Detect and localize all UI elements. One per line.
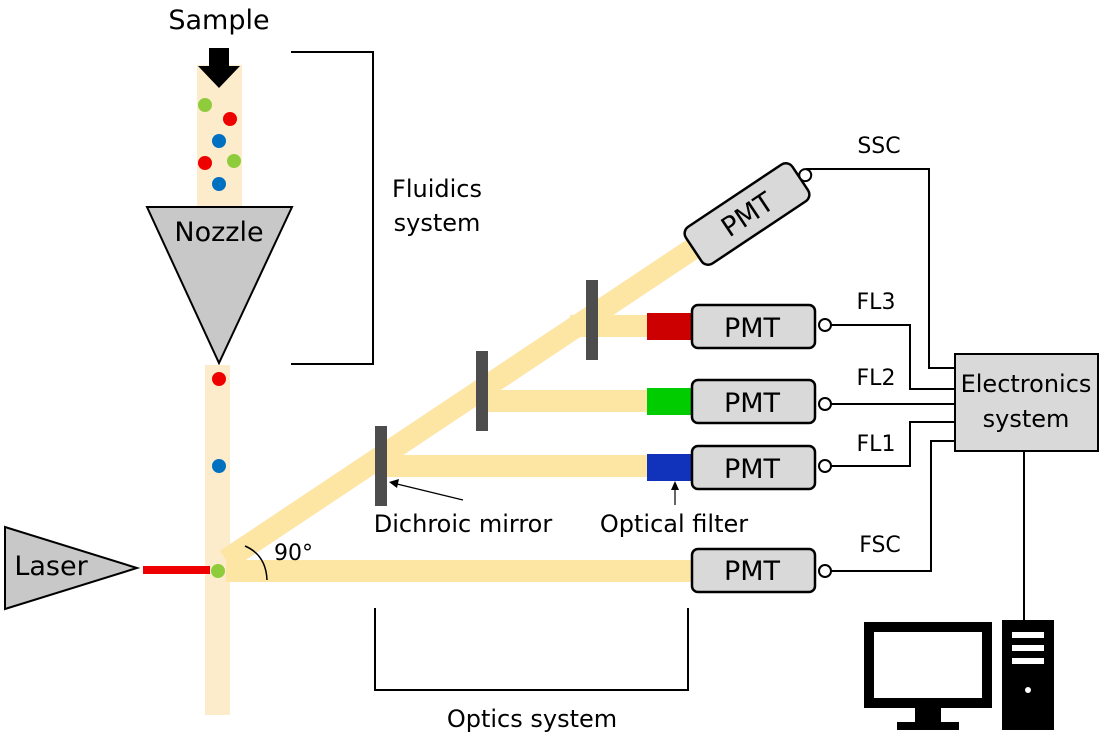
pmt-label: PMT [724, 556, 781, 587]
optics-system-label: Optics system [447, 705, 617, 733]
filter-pointer-arrowhead [671, 481, 679, 490]
cell-blue [212, 134, 226, 148]
electronics-label-line2: system [983, 405, 1070, 433]
angle-arc [244, 545, 268, 581]
cell-red [198, 156, 212, 170]
wire-ssc [806, 168, 955, 369]
electronics-label-line1: Electronics [961, 370, 1092, 398]
computer-tower-icon [1002, 620, 1054, 730]
signal-label-fsc: FSC [859, 533, 901, 558]
fluidics-bracket [291, 51, 374, 365]
annotations: Dichroic mirror Optical filter [374, 479, 748, 538]
pmt-fl2: PMT [690, 378, 832, 425]
dichroic-mirror-3 [586, 280, 598, 360]
cell-green [198, 98, 212, 112]
pmt-fsc: PMT [690, 547, 832, 594]
pmt-output-port [818, 318, 832, 332]
dichroic-mirror-1 [375, 426, 387, 506]
cell-green [211, 564, 225, 578]
pmt-box [690, 444, 817, 491]
mirror-pointer-line [396, 483, 464, 501]
nozzle [145, 206, 294, 366]
pmt-ssc: PMT [683, 162, 813, 266]
dichroic-mirrors [375, 280, 598, 506]
laser-label: Laser [14, 551, 88, 582]
pmt-label: PMT [724, 313, 781, 344]
pmt-fl1: PMT [690, 444, 832, 491]
optical-filters [647, 313, 692, 481]
dichroic-mirror-2 [476, 351, 488, 431]
pmt-box [690, 378, 817, 425]
fluidics-label-line2: system [394, 209, 481, 237]
optics-beams [219, 234, 707, 582]
fluidics-label-line1: Fluidics [392, 175, 482, 203]
scatter-beam-diagonal [219, 234, 707, 570]
optics-bracket [374, 608, 689, 691]
monitor-icon [864, 622, 992, 730]
pmt-box [690, 547, 817, 594]
pmt-output-port [798, 168, 813, 183]
nozzle-label: Nozzle [174, 217, 263, 248]
pmt-label: PMT [724, 388, 781, 419]
optical-filter-label: Optical filter [600, 510, 748, 538]
filter-fl2 [647, 388, 692, 415]
signal-wires [806, 168, 1025, 620]
dichroic-mirror-label: Dichroic mirror [374, 510, 553, 538]
arrow-down-icon [198, 48, 240, 88]
cell-red [223, 112, 237, 126]
pmt-output-port [818, 397, 832, 411]
cell-green [227, 154, 241, 168]
wire-fsc [831, 440, 955, 572]
cell-red [212, 372, 226, 386]
fluidics: Nozzle Fluidics system Sample [145, 5, 482, 715]
electronics-system: Electronics system [954, 353, 1099, 452]
wire-fl1 [831, 421, 955, 467]
laser-source [4, 525, 141, 611]
pmt-output-port [818, 459, 832, 473]
angle-label: 90° [274, 541, 313, 566]
pmt-box [690, 303, 817, 350]
signal-label-fl3: FL3 [857, 290, 896, 315]
signal-label-fl2: FL2 [857, 366, 896, 391]
laser: Laser [4, 525, 210, 611]
filter-fl1 [647, 454, 692, 481]
signal-label-ssc: SSC [857, 134, 900, 159]
filter-fl3 [647, 313, 692, 340]
pmt-label: PMT [724, 454, 781, 485]
pmt-fl3: PMT [690, 303, 832, 350]
cell-blue [212, 177, 226, 191]
electronics-box [954, 353, 1099, 452]
sample-label: Sample [168, 5, 269, 36]
cell-blue [212, 459, 226, 473]
flow-stream [205, 365, 230, 715]
pmt-output-port [818, 564, 832, 578]
signal-label-fl1: FL1 [857, 432, 896, 457]
mirror-pointer-arrowhead [389, 479, 399, 488]
wire-fl3 [831, 324, 955, 390]
